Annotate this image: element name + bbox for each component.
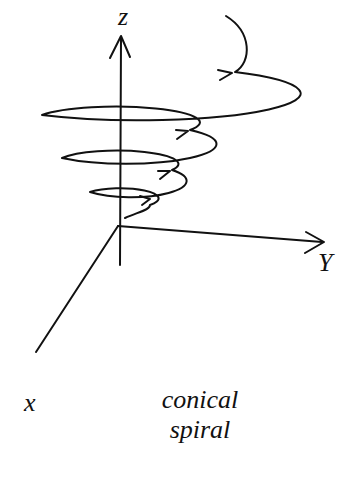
- caption-note: conical spiral: [140, 385, 260, 445]
- y-axis: [118, 226, 322, 242]
- spiral-arrow: [176, 130, 188, 139]
- axis-label: z: [118, 2, 128, 32]
- spiral-arrow: [158, 171, 170, 179]
- spiral-arrow: [140, 196, 150, 205]
- axis-label: x: [24, 388, 36, 418]
- x-axis: [36, 226, 118, 352]
- z-arrow: [110, 36, 130, 58]
- conical-spiral: [42, 16, 301, 218]
- spiral-arrow: [218, 70, 232, 80]
- axis-label: Y: [318, 248, 332, 278]
